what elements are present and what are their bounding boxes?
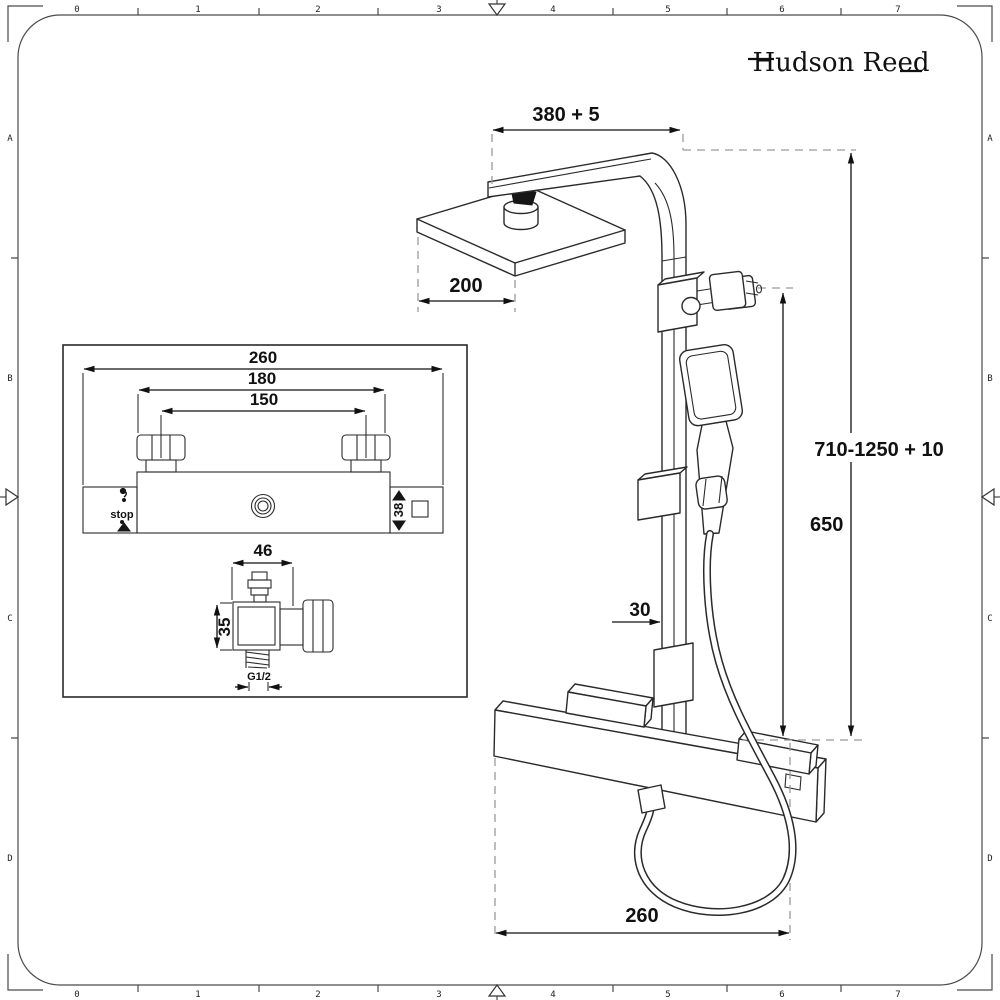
- shower-hose: [633, 530, 797, 916]
- dim-outer-centers: 180: [248, 369, 276, 388]
- dim-diverter-height: 35: [215, 618, 234, 637]
- ruler-label: 2: [315, 5, 320, 15]
- bracket-pin: [755, 284, 763, 294]
- ruler-label: C: [7, 614, 12, 624]
- hand-shower-head: [678, 343, 744, 427]
- dim-head-arm-reach: 380 + 5: [532, 104, 599, 126]
- dim-rail-width: 30: [629, 600, 650, 621]
- ruler-label: 3: [436, 990, 441, 1000]
- thread-label: G1/2: [247, 671, 271, 683]
- brand-logo: Hudson Reed: [748, 48, 930, 78]
- handset-holder: [695, 475, 728, 510]
- ruler-ticks: [11, 8, 989, 992]
- ruler-label: 7: [895, 990, 900, 1000]
- threaded-tail: [245, 650, 270, 669]
- ruler-label: 6: [779, 5, 784, 15]
- diverter-body: [232, 601, 281, 651]
- ruler-numbers-top: 0 1 2 3 4 5 6 7: [74, 5, 900, 15]
- corner-mark-bottom-right: [957, 954, 993, 991]
- dim-rail-length: 650: [810, 514, 843, 536]
- bracket-knob: [681, 296, 701, 316]
- ruler-label: 1: [195, 990, 200, 1000]
- bracket-clamp: [657, 277, 698, 333]
- inset-dimensions: 260 180 150: [82, 348, 444, 485]
- hose-nut: [637, 784, 666, 814]
- spray-face: [685, 350, 737, 420]
- corner-mark-top-right: [957, 5, 993, 42]
- slider-clamp: [637, 472, 681, 521]
- ruler-label: B: [987, 374, 992, 384]
- ruler-label: 7: [895, 5, 900, 15]
- valve-handle-left: [565, 683, 654, 728]
- dim-valve-height: 38: [391, 503, 406, 517]
- ruler-numbers-bottom: 0 1 2 3 4 5 6 7: [74, 990, 900, 1000]
- brand-logo-text: Hudson Reed: [752, 48, 929, 78]
- diverter-hex-nut: [302, 599, 334, 653]
- dim-head-width: 200: [449, 275, 482, 297]
- shower-assembly: 380 + 5 200 710-1250 + 10 650 30 260: [416, 104, 944, 940]
- stop-indicator: stop: [110, 487, 134, 532]
- cartridge-stem: [247, 571, 272, 603]
- inset-valve-body: stop 38: [82, 434, 444, 534]
- ruler-label: 0: [74, 5, 79, 15]
- ruler-label: 1: [195, 5, 200, 15]
- rail-sleeve: [653, 642, 694, 708]
- slider-bracket: [637, 466, 728, 521]
- dim-diverter-width: 46: [254, 541, 273, 560]
- dim-overall-height: 710-1250 + 10: [814, 439, 944, 461]
- ruler-label: A: [987, 134, 993, 144]
- corner-mark-bottom-left: [7, 954, 43, 991]
- ruler-label: 2: [315, 990, 320, 1000]
- inset-valve-detail: stop 38 260 180 150: [62, 344, 468, 698]
- wall-bracket: [657, 270, 763, 333]
- ruler-letters: A B C D A B C D: [7, 134, 993, 864]
- main-dimensions: 380 + 5 200 710-1250 + 10 650 30 260: [418, 104, 944, 937]
- valve-front-face: [493, 709, 819, 823]
- stop-label: stop: [110, 509, 134, 521]
- ruler-label: 5: [665, 5, 670, 15]
- ruler-label: D: [7, 854, 12, 864]
- ruler-label: 5: [665, 990, 670, 1000]
- inset-border: [62, 344, 468, 698]
- ruler-label: 6: [779, 990, 784, 1000]
- up-arrow-icon: [392, 490, 406, 501]
- inset-diverter: 46 35: [213, 541, 334, 691]
- ruler-label: 4: [550, 5, 555, 15]
- sheet-border: [17, 14, 983, 986]
- ruler-label: 3: [436, 5, 441, 15]
- dim-valve-width: 260: [249, 348, 277, 367]
- ruler-label: 4: [550, 990, 555, 1000]
- wall-plate: [708, 270, 747, 312]
- dim-35-group: 35: [213, 602, 234, 651]
- ruler-label: A: [7, 134, 13, 144]
- reference-lines: [417, 134, 856, 940]
- thermostatic-valve: [493, 683, 827, 823]
- square-port: [411, 500, 429, 518]
- ruler-label: C: [987, 614, 992, 624]
- depth-marker: 38: [391, 490, 429, 531]
- dim-inlet-centers: 150: [250, 390, 278, 409]
- outlet-boss: [250, 493, 276, 519]
- dim-hose-span: 260: [625, 905, 658, 927]
- ruler-label: D: [987, 854, 992, 864]
- corner-mark-top-left: [7, 5, 43, 42]
- thread-dim: [235, 682, 282, 691]
- diverter-body-face: [237, 606, 276, 646]
- ruler-label: 0: [74, 990, 79, 1000]
- down-arrow-icon: [392, 520, 406, 531]
- ruler-label: B: [7, 374, 12, 384]
- inlet-nut-left: [136, 434, 186, 473]
- diverter-flange: [279, 608, 304, 646]
- valve-button: [784, 773, 802, 791]
- stop-arrow-icon: [117, 522, 131, 532]
